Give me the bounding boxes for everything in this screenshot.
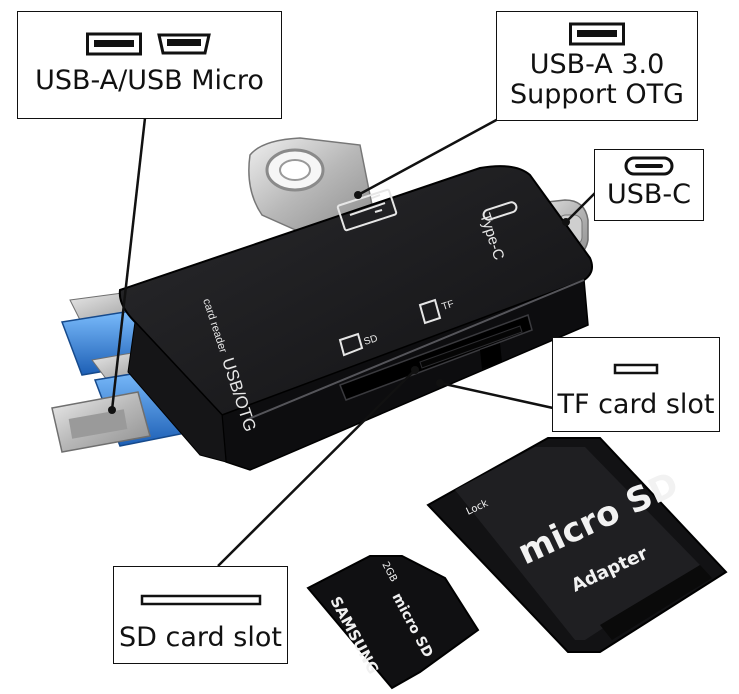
sd-adapter-card: micro SD Adapter Lock [426, 437, 728, 653]
callout-usb-a-30-icons [497, 22, 697, 46]
leader-tf-slot [439, 381, 554, 410]
metal-swivel-cap [248, 137, 373, 233]
sd-card-glyph [338, 332, 364, 357]
callout-sd-slot: SD card slot [113, 566, 288, 664]
type-c-port-glyph [482, 201, 518, 221]
leader-endpoints [108, 191, 570, 414]
card-slot-icon [140, 594, 261, 606]
device-sd-label: SD [363, 333, 380, 348]
card-reader-body [118, 165, 593, 471]
callout-usb-c-icons [595, 156, 703, 176]
usb-trident-icon [336, 188, 398, 232]
leader-sd-slot [217, 369, 416, 567]
callout-usb-a-30-line2: Support OTG [510, 79, 684, 110]
callout-usb-a-micro-label: USB-A/USB Micro [35, 65, 264, 96]
card-slot-icon [613, 363, 659, 375]
usb-a-port-icon [86, 32, 143, 56]
leader-usb-c [565, 192, 596, 223]
callout-usb-c: USB-C [594, 149, 704, 221]
callout-tf-slot-icons [553, 360, 719, 378]
leader-lines [110, 116, 596, 567]
callout-tf-slot: TF card slot [552, 337, 720, 432]
usb-a-port-icon [569, 22, 625, 46]
callout-usb-a-30-line1: USB-A 3.0 [529, 49, 665, 80]
callout-usb-a-30: USB-A 3.0 Support OTG [496, 11, 698, 121]
device-tf-label: TF [441, 299, 456, 313]
callout-usb-a-micro-icons [18, 32, 281, 56]
callout-sd-slot-icons [114, 591, 287, 609]
leader-usb-a-30 [357, 116, 501, 197]
leader-usb-a-micro [110, 117, 147, 411]
callout-usb-a-micro: USB-A/USB Micro [17, 11, 282, 119]
usb-c-port-icon [624, 156, 674, 176]
microsd-card: SAMSUNG 2GB micro SD [306, 555, 480, 690]
tf-card-glyph [418, 298, 442, 325]
callout-sd-slot-label: SD card slot [119, 622, 282, 653]
micro-usb-port-icon [156, 33, 211, 55]
callout-tf-slot-label: TF card slot [557, 389, 715, 420]
callout-usb-c-label: USB-C [606, 179, 692, 210]
